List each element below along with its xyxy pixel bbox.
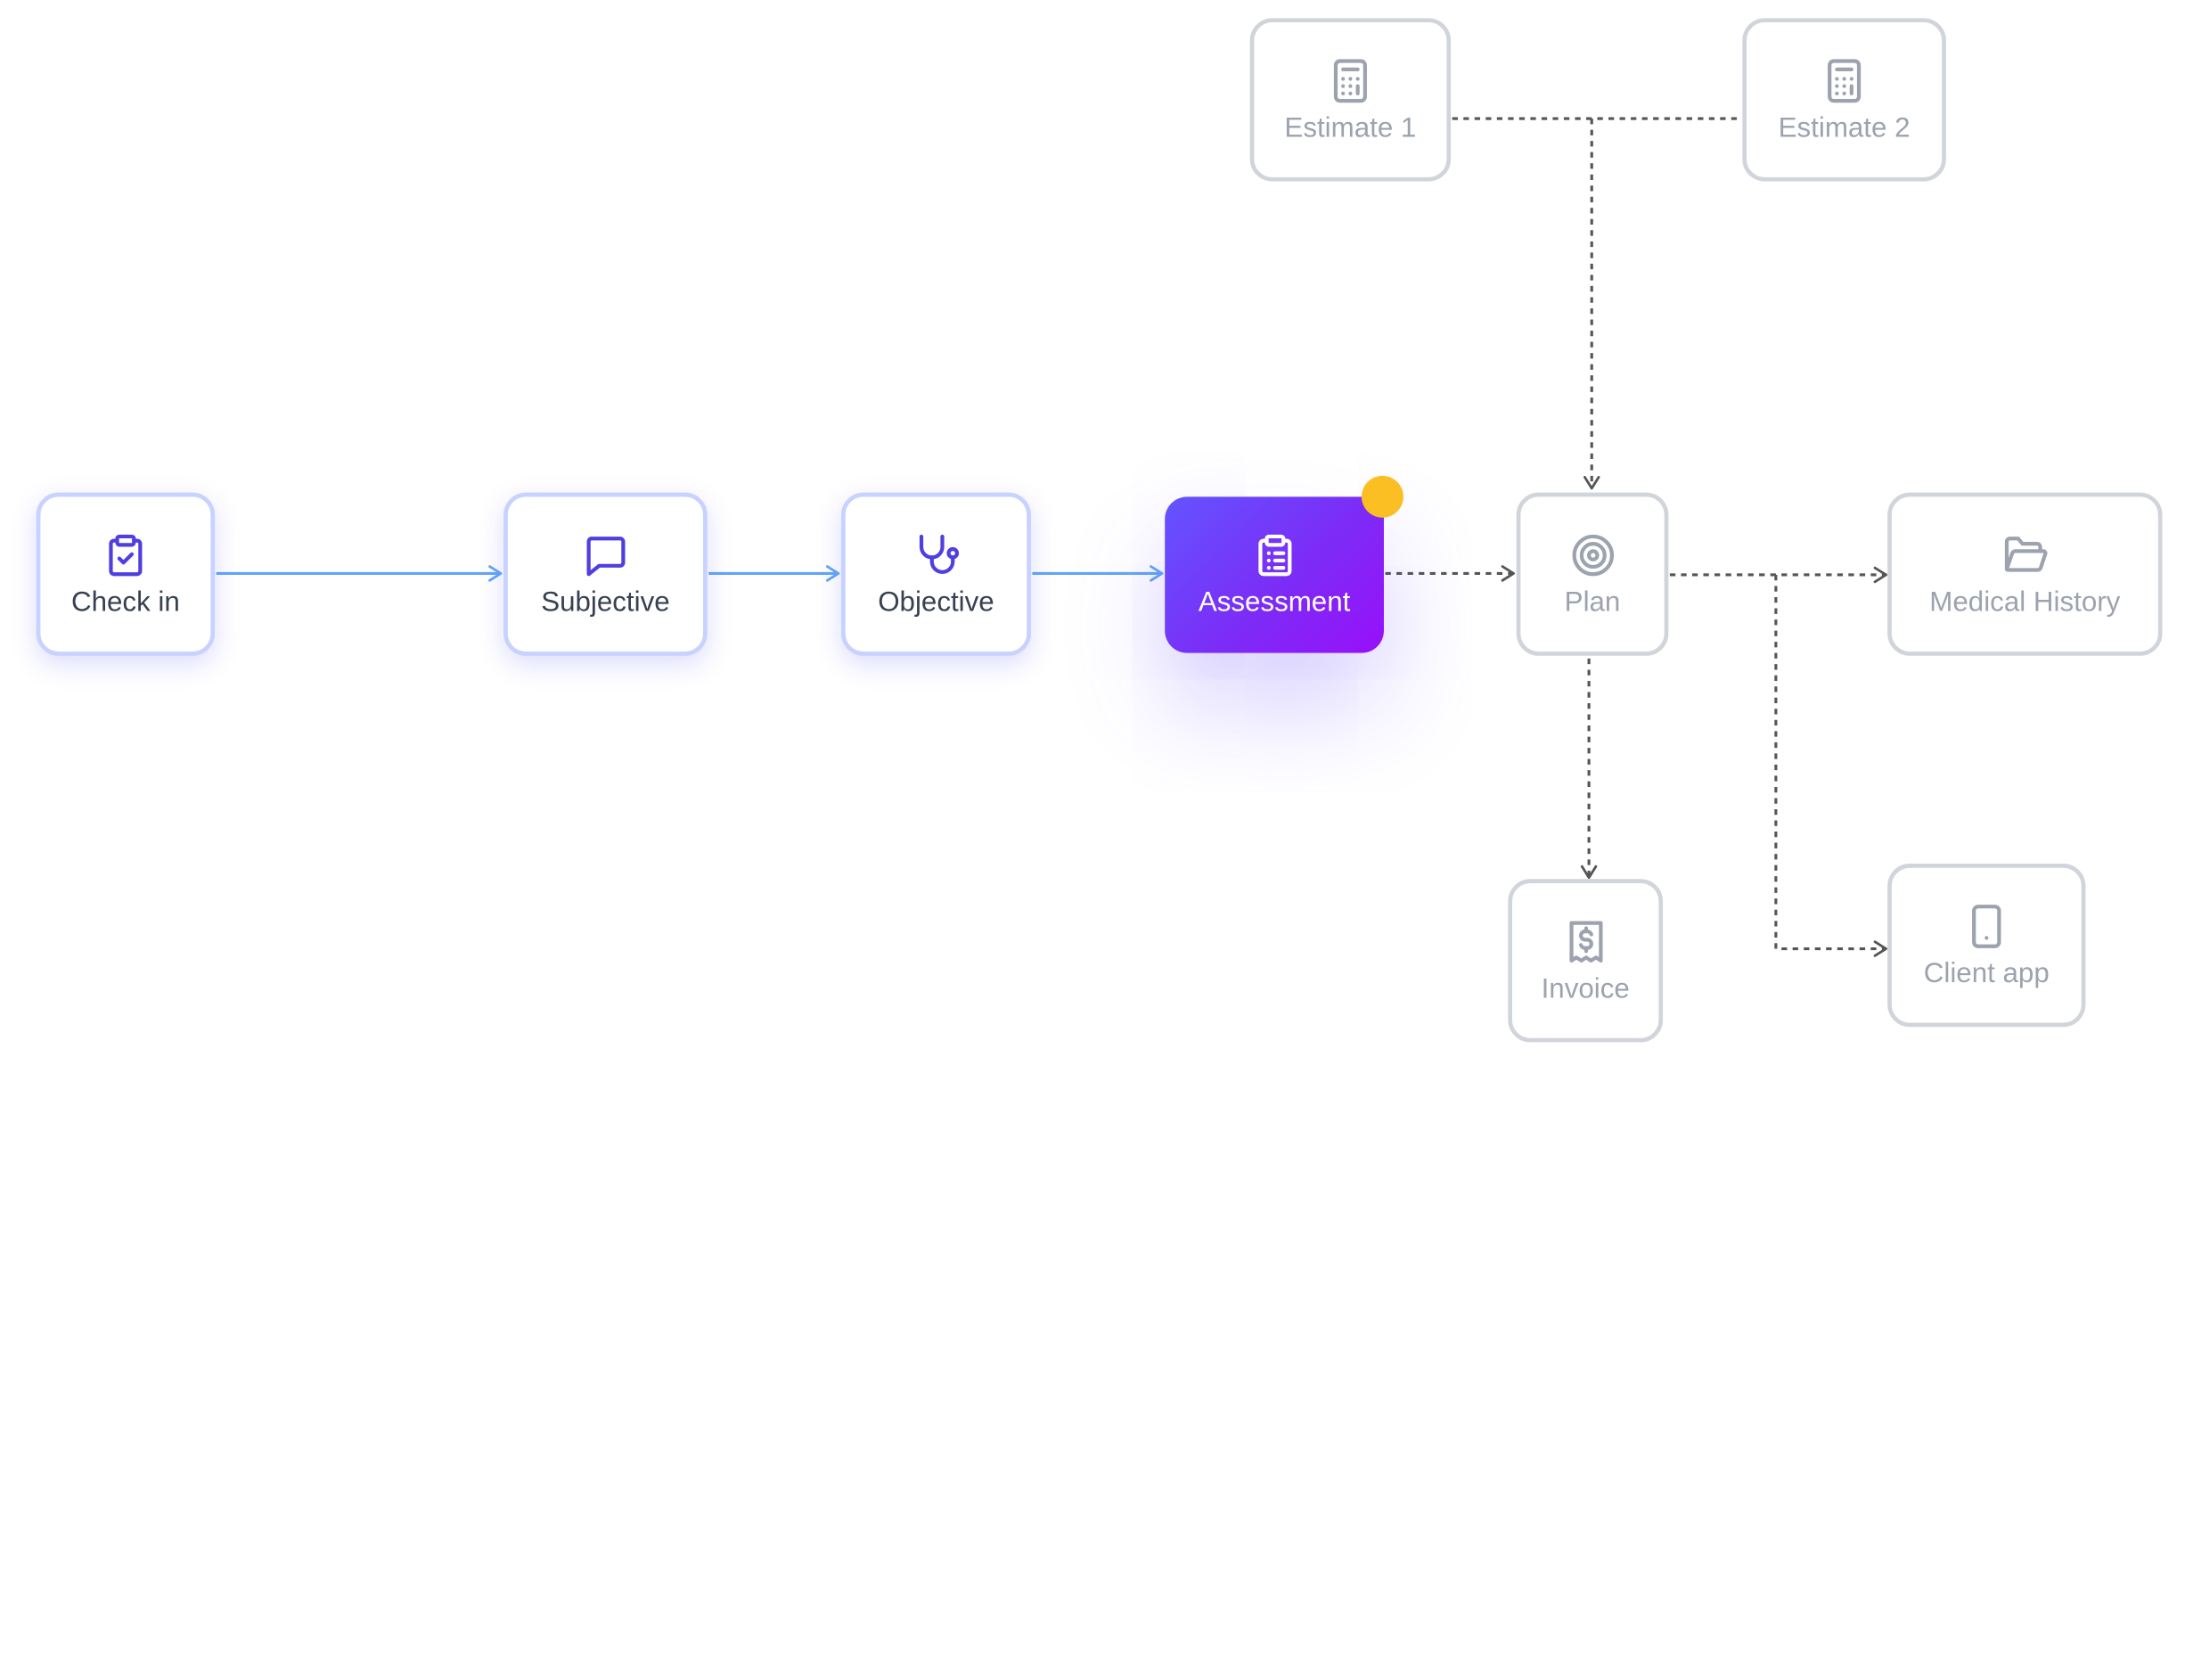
node-client-app-label: Client app [1923, 957, 2050, 989]
connector-plan-client-app [1774, 574, 1887, 957]
chat-bubble-icon [580, 529, 630, 579]
node-estimate-2-label: Estimate 2 [1778, 112, 1911, 143]
node-plan[interactable]: Plan [1516, 492, 1669, 656]
node-client-app[interactable]: Client app [1887, 864, 2086, 1028]
node-assessment-label: Assessment [1198, 587, 1351, 619]
connector-layer [216, 117, 1887, 957]
node-estimate-1-label: Estimate 1 [1284, 112, 1417, 143]
node-assessment[interactable]: Assessment [1165, 496, 1384, 653]
node-plan-label: Plan [1564, 586, 1621, 618]
node-estimate-2[interactable]: Estimate 2 [1742, 18, 1946, 182]
folder-open-icon [2000, 529, 2050, 579]
node-check-in-label: Check in [70, 586, 180, 618]
node-medical-history[interactable]: Medical History [1887, 492, 2163, 656]
target-icon [1567, 529, 1617, 579]
node-medical-history-label: Medical History [1929, 586, 2121, 618]
calculator-icon [1819, 55, 1869, 105]
notification-badge [1361, 475, 1403, 518]
node-subjective[interactable]: Subjective [503, 492, 708, 656]
smartphone-icon [1961, 901, 2011, 951]
clipboard-list-icon [1249, 530, 1299, 580]
clipboard-check-icon [101, 529, 151, 579]
calculator-icon [1325, 55, 1375, 105]
node-subjective-label: Subjective [541, 586, 670, 618]
stethoscope-icon [911, 529, 961, 579]
node-estimate-1[interactable]: Estimate 1 [1249, 18, 1452, 182]
node-invoice[interactable]: Invoice [1508, 879, 1664, 1043]
node-invoice-label: Invoice [1541, 972, 1630, 1004]
receipt-icon [1560, 916, 1610, 966]
node-objective[interactable]: Objective [840, 492, 1031, 656]
node-check-in[interactable]: Check in [36, 492, 216, 656]
node-objective-label: Objective [878, 586, 994, 618]
